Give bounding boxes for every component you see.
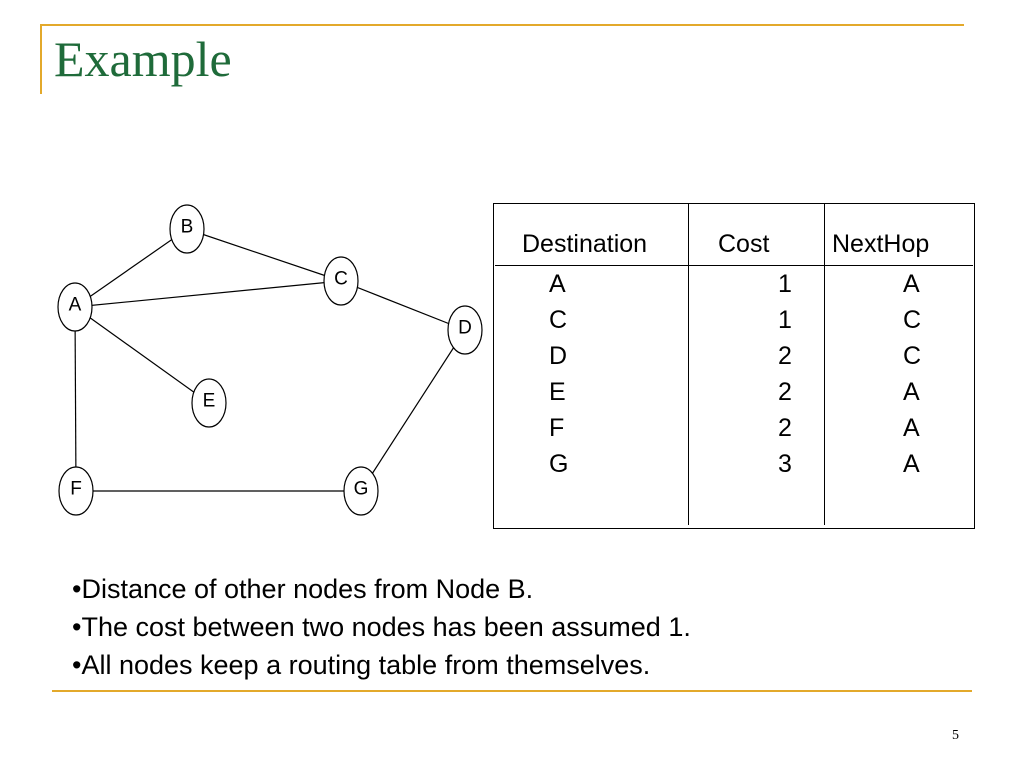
graph-node: E bbox=[191, 378, 227, 428]
graph-node-circle bbox=[191, 378, 227, 428]
table-cell: 1 bbox=[778, 270, 792, 298]
bullet-item: •Distance of other nodes from Node B. bbox=[72, 574, 534, 604]
graph-edge bbox=[74, 280, 342, 308]
graph-edge bbox=[74, 306, 210, 404]
bullet-item: •The cost between two nodes has been ass… bbox=[72, 612, 691, 642]
graph-node: C bbox=[323, 256, 359, 306]
table-cell: 2 bbox=[778, 378, 792, 406]
graph-edge bbox=[74, 228, 188, 308]
graph-edge bbox=[186, 228, 342, 282]
graph-node-circle bbox=[57, 282, 93, 332]
table-cell: D bbox=[549, 342, 568, 370]
table-cell: A bbox=[903, 450, 920, 478]
graph-node-circle bbox=[343, 466, 379, 516]
table-cell: A bbox=[903, 414, 920, 442]
table-cell: C bbox=[903, 342, 922, 370]
table-cell: 2 bbox=[778, 342, 792, 370]
graph-node-circle bbox=[323, 256, 359, 306]
table-header-rule bbox=[495, 265, 973, 266]
table-column-divider bbox=[688, 203, 689, 525]
graph-node-label: E bbox=[203, 391, 216, 412]
graph-node-circle bbox=[447, 305, 483, 355]
table-header-cost: Cost bbox=[718, 230, 770, 258]
table-cell: 1 bbox=[778, 306, 792, 334]
top-accent-rule bbox=[40, 24, 964, 26]
graph-node: D bbox=[447, 305, 483, 355]
graph-node-label: A bbox=[69, 295, 82, 316]
page-number: 5 bbox=[952, 728, 959, 743]
table-header-destination: Destination bbox=[522, 230, 648, 258]
bullet-list: •Distance of other nodes from Node B. •T… bbox=[72, 570, 691, 684]
graph-node: F bbox=[58, 466, 94, 516]
graph-node-label: C bbox=[334, 269, 348, 290]
graph-node-label: F bbox=[70, 479, 82, 500]
graph-node-circle bbox=[169, 204, 205, 254]
table-cell: A bbox=[903, 378, 920, 406]
slide-title: Example bbox=[54, 31, 232, 87]
graph-edge bbox=[74, 306, 77, 492]
graph-edge bbox=[360, 329, 466, 492]
table-cell: A bbox=[549, 270, 566, 298]
graph-node-label: B bbox=[181, 217, 194, 238]
graph-node-circle bbox=[58, 466, 94, 516]
routing-table bbox=[493, 203, 975, 529]
graph-node-label: D bbox=[458, 318, 472, 339]
table-cell: G bbox=[549, 450, 569, 478]
table-cell: F bbox=[549, 414, 565, 442]
table-header-nexthop: NextHop bbox=[832, 230, 930, 258]
table-column-divider bbox=[824, 203, 825, 525]
graph-node: A bbox=[57, 282, 93, 332]
table-cell: E bbox=[549, 378, 566, 406]
bullet-item: •All nodes keep a routing table from the… bbox=[72, 650, 651, 680]
left-accent-rule bbox=[40, 24, 42, 94]
graph-node-label: G bbox=[354, 479, 369, 500]
graph-node: B bbox=[169, 204, 205, 254]
bottom-accent-rule bbox=[52, 690, 972, 692]
table-cell: 2 bbox=[778, 414, 792, 442]
graph-node: G bbox=[343, 466, 379, 516]
table-cell: A bbox=[903, 270, 920, 298]
table-cell: 3 bbox=[778, 450, 792, 478]
table-cell: C bbox=[903, 306, 922, 334]
graph-edge bbox=[340, 280, 466, 331]
table-cell: C bbox=[549, 306, 568, 334]
